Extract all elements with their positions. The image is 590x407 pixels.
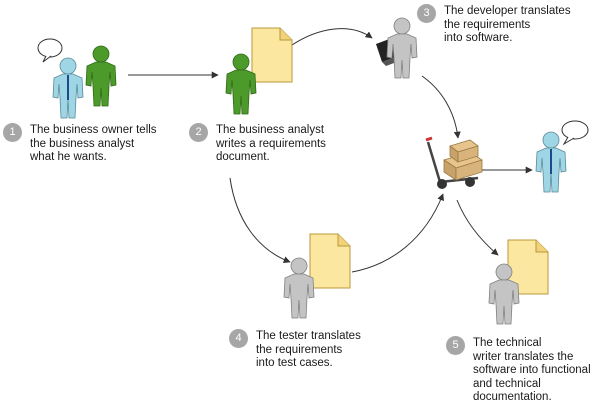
step-text-line: writer translates the bbox=[473, 350, 574, 363]
step-text-line: document. bbox=[216, 151, 270, 163]
step-number-badge: 4 bbox=[229, 329, 248, 348]
box-icon bbox=[443, 139, 483, 181]
step-4-caption: 4 The tester translates the requirements… bbox=[229, 329, 361, 371]
step-1-caption: 1 The business owner tells the business … bbox=[3, 123, 157, 165]
step-text-line: software into functional bbox=[473, 364, 590, 376]
step-text-line: the business analyst bbox=[30, 137, 135, 150]
step-description: The business owner tells the business an… bbox=[30, 124, 157, 165]
step-number-badge: 3 bbox=[417, 4, 436, 23]
step-text-line: The business analyst bbox=[216, 124, 325, 136]
hand-truck-icon bbox=[425, 136, 479, 189]
speech-bubble-icon bbox=[37, 38, 63, 63]
test-cases-document-icon bbox=[309, 233, 351, 289]
arrow-developer-to-software bbox=[421, 75, 461, 139]
step-number-badge: 1 bbox=[3, 123, 22, 142]
step-text-line: the requirements bbox=[256, 343, 343, 356]
arrow-analyst-to-developer bbox=[291, 28, 373, 46]
step-text-line: The technical bbox=[473, 337, 542, 349]
step-number-badge: 5 bbox=[446, 336, 465, 355]
developer-person-icon bbox=[386, 17, 418, 79]
step-2-caption: 2 The business analyst writes a requirem… bbox=[189, 123, 326, 165]
step-description: The technical writer translates the soft… bbox=[473, 337, 590, 405]
requirements-document-icon bbox=[251, 27, 293, 83]
business-analyst-person-icon bbox=[85, 45, 117, 107]
step-text-line: what he wants. bbox=[30, 151, 107, 163]
step-text-line: into software. bbox=[444, 32, 513, 44]
step-text-line: The tester translates bbox=[256, 330, 361, 342]
speech-bubble-icon bbox=[561, 120, 589, 146]
step-text-line: the requirements bbox=[444, 18, 531, 31]
step-number-badge: 2 bbox=[189, 123, 208, 142]
arrow-software-to-writer bbox=[456, 199, 499, 256]
arrow-tester-to-software bbox=[351, 193, 444, 273]
step-text-line: and technical bbox=[473, 377, 541, 390]
step-text-line: writes a requirements bbox=[216, 137, 326, 150]
step-5-caption: 5 The technical writer translates the so… bbox=[446, 336, 590, 405]
step-text-line: into test cases. bbox=[256, 357, 333, 369]
step-description: The business analyst writes a requiremen… bbox=[216, 124, 326, 165]
arrow-analyst-to-tester bbox=[229, 177, 291, 264]
step-text-line: The developer translates bbox=[444, 5, 571, 17]
step-text-line: documentation. bbox=[473, 391, 552, 403]
step-description: The developer translates the requirement… bbox=[444, 5, 571, 46]
step-3-caption: 3 The developer translates the requireme… bbox=[417, 4, 571, 46]
step-description: The tester translates the requirements i… bbox=[256, 330, 361, 371]
step-text-line: The business owner tells bbox=[30, 124, 157, 136]
